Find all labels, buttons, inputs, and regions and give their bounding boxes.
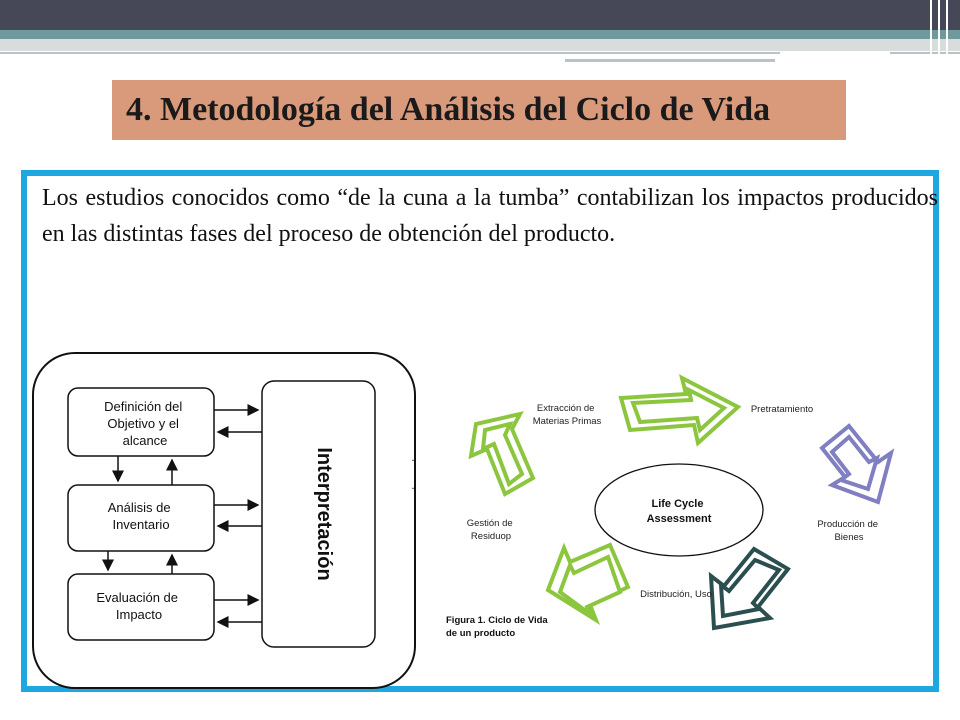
- header-stripe: [0, 52, 960, 54]
- svg-text:Evaluación de Impacto: Evaluación de Impacto: [96, 590, 181, 622]
- stage-distribution: Distribución, Uso: [640, 589, 712, 600]
- header-stripe: [565, 59, 775, 62]
- life-cycle-diagram: Life Cycle Assessment Extr: [446, 374, 895, 639]
- iso-arrows: [102, 404, 262, 628]
- dark-arrow-down-left-icon: [708, 546, 791, 631]
- slide-title-box: 4. Metodología del Análisis del Ciclo de…: [112, 80, 846, 140]
- box-inventory-line-1: Análisis de: [108, 500, 171, 515]
- purple-arrow-down-icon: [819, 423, 895, 505]
- svg-text:Life Cycle Assessment: Life Cycle Assessment: [647, 498, 712, 525]
- svg-text:Producción de Bienes: Producción de Bienes: [817, 519, 880, 543]
- box-impact-line-2: Impacto: [116, 607, 162, 622]
- corner-stripe: [930, 0, 932, 62]
- svg-text:Figura 1. Ciclo de Vida: Figura 1. Ciclo de Vida de un producto: [446, 615, 550, 639]
- center-label-line-2: Assessment: [647, 513, 712, 525]
- iso-methodology-diagram: Definición del Objetivo y el alcance Aná…: [32, 352, 416, 689]
- header-band: [0, 39, 960, 51]
- box-inventory: [67, 484, 215, 552]
- green-arrow-up-left-icon: [545, 542, 631, 625]
- interpretation-label: Interpretación: [313, 447, 335, 580]
- box-impact-line-1: Evaluación de: [96, 590, 178, 605]
- small-dot: ·: [411, 453, 415, 467]
- green-arrow-right-icon: [618, 374, 742, 447]
- box-impact: [67, 573, 215, 641]
- box-goal-line-2: Objetivo y el: [107, 416, 179, 431]
- svg-text:Definición del Objetivo: Definición del Objetivo y el alcance: [104, 399, 186, 448]
- figure-caption-line-1: Figura 1. Ciclo de Vida: [446, 615, 548, 626]
- slide-title: 4. Metodología del Análisis del Ciclo de…: [126, 91, 771, 128]
- svg-text:Gestión de Residuop: Gestión de Residuop: [467, 518, 516, 542]
- body-paragraph: Los estudios conocidos como “de la cuna …: [42, 185, 938, 247]
- small-dot: ·: [411, 481, 415, 495]
- stage-waste-line-1: Gestión de: [467, 518, 513, 529]
- box-inventory-line-2: Inventario: [112, 517, 169, 532]
- box-goal-line-3: alcance: [123, 433, 168, 448]
- header-stripe: [780, 52, 890, 54]
- header-accent-bar: [0, 30, 960, 39]
- stage-extraction-line-1: Extracción de: [537, 403, 595, 414]
- svg-text:Extracción de Materias P: Extracción de Materias Primas: [533, 403, 602, 427]
- svg-text:Análisis de Inventario: Análisis de Inventario: [108, 500, 175, 532]
- stage-production-line-1: Producción de: [817, 519, 878, 530]
- box-goal-scope: [67, 387, 215, 457]
- stage-extraction-line-2: Materias Primas: [533, 416, 602, 427]
- green-arrow-up-icon: [468, 411, 536, 497]
- figure-caption-line-2: de un producto: [446, 628, 515, 639]
- box-goal-line-1: Definición del: [104, 399, 182, 414]
- box-interpretation: [261, 380, 376, 648]
- corner-stripe: [938, 0, 940, 62]
- stage-production-line-2: Bienes: [834, 532, 863, 543]
- center-label-line-1: Life Cycle: [651, 498, 703, 510]
- life-cycle-center-ellipse: [594, 463, 764, 557]
- corner-stripe: [946, 0, 948, 62]
- stage-waste-line-2: Residuop: [471, 531, 511, 542]
- stage-pretreatment: Pretratamiento: [751, 404, 813, 415]
